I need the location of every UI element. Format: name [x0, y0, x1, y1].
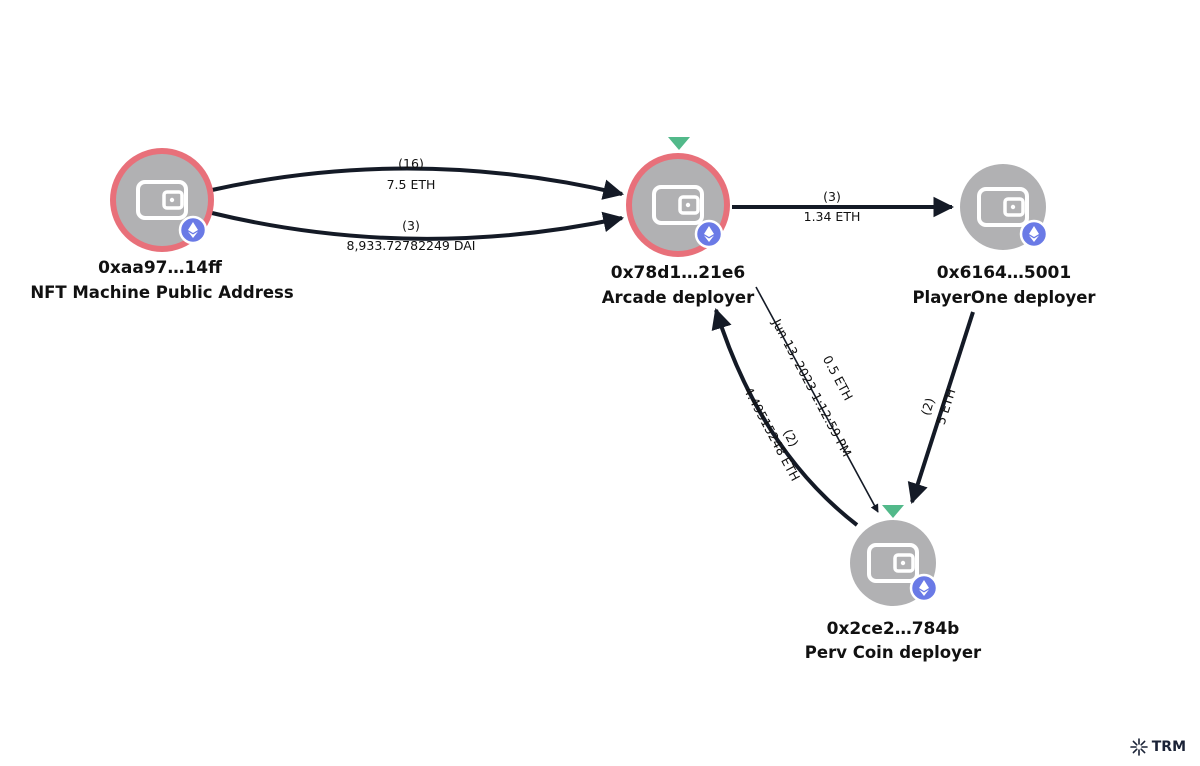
- wallet-icon: [652, 185, 704, 225]
- edge-count: (3): [823, 189, 841, 204]
- ethereum-icon: [178, 215, 208, 245]
- edge-n3-n4[interactable]: [907, 311, 975, 504]
- brand-name: TRM: [1151, 739, 1186, 755]
- node-address: 0x78d1…21e6: [611, 263, 745, 283]
- edge-amount: 8,933.72782249 DAI: [347, 238, 476, 253]
- edge-n1-n2-eth[interactable]: [211, 166, 625, 200]
- edge-n4-n2[interactable]: [711, 308, 859, 527]
- trm-logo-icon: [1129, 738, 1148, 756]
- node-label: PlayerOne deployer: [912, 288, 1096, 307]
- node-n2[interactable]: 0x78d1…21e6 Arcade deployer: [602, 137, 755, 307]
- edge-count: (2): [780, 427, 802, 450]
- edge-n1-n2-dai[interactable]: [211, 211, 625, 241]
- wallet-icon: [136, 180, 188, 220]
- node-n4[interactable]: 0x2ce2…784b Perv Coin deployer: [805, 505, 982, 662]
- ethereum-icon: [909, 573, 939, 603]
- node-address: 0xaa97…14ff: [98, 258, 222, 278]
- node-label: Arcade deployer: [602, 288, 755, 307]
- ethereum-icon: [1019, 219, 1049, 249]
- edges: [211, 166, 975, 527]
- node-label: Perv Coin deployer: [805, 643, 982, 662]
- node-n3[interactable]: 0x6164…5001 PlayerOne deployer: [912, 164, 1096, 307]
- edge-count: (2): [918, 396, 938, 417]
- edge-amount: 1.34 ETH: [804, 209, 861, 224]
- node-label: NFT Machine Public Address: [30, 283, 294, 302]
- node-address: 0x6164…5001: [937, 263, 1071, 283]
- wallet-icon: [867, 543, 919, 583]
- wallet-icon: [977, 187, 1029, 227]
- edge-n2-n4[interactable]: [755, 286, 879, 513]
- trm-brand: TRM: [1129, 738, 1186, 756]
- edge-count: (3): [402, 218, 420, 233]
- ethereum-icon: [694, 219, 724, 249]
- marker-triangle: [882, 505, 904, 518]
- edge-amount: 7.5 ETH: [387, 177, 436, 192]
- edge-count: (16): [398, 156, 424, 171]
- node-address: 0x2ce2…784b: [827, 619, 960, 639]
- node-n1[interactable]: 0xaa97…14ff NFT Machine Public Address: [30, 148, 294, 302]
- edge-amount: 5 ETH: [933, 387, 959, 427]
- marker-triangle: [668, 137, 690, 150]
